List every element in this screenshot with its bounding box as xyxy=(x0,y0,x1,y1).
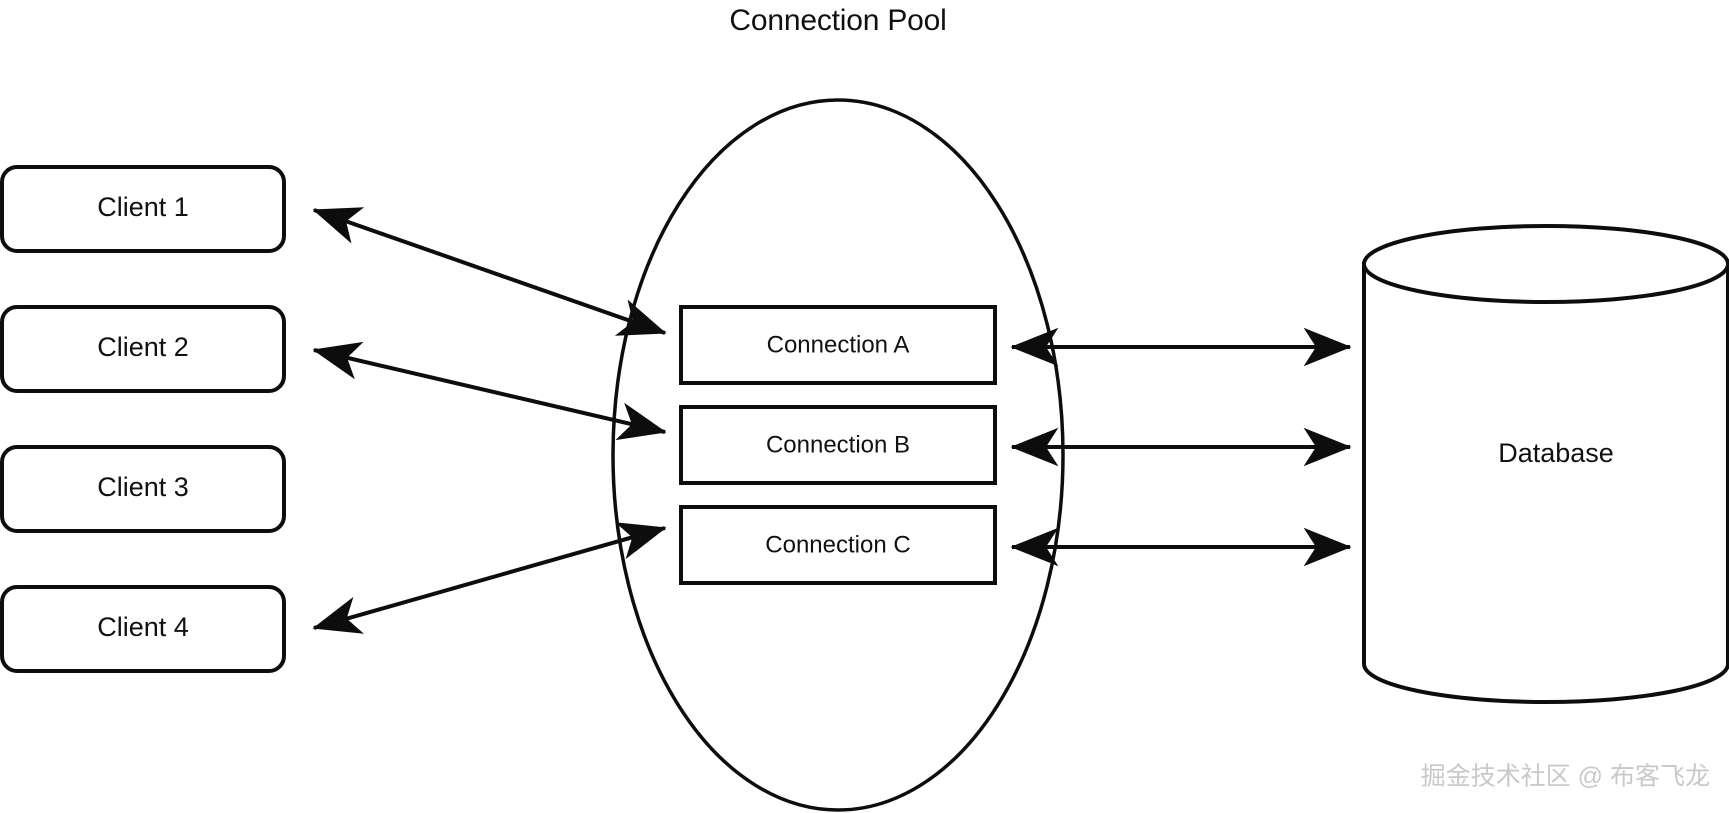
arrow-client4-connection-c xyxy=(312,522,667,634)
client-box-1-shape xyxy=(0,165,286,253)
client-box-3[interactable]: Client 3 xyxy=(0,445,286,533)
watermark: 掘金技术社区 @ 布客飞龙 xyxy=(1421,763,1710,791)
client-box-1-label: Client 1 xyxy=(97,192,189,222)
client-box-3-label: Client 3 xyxy=(97,472,189,502)
client-box-4-label: Client 4 xyxy=(97,612,189,642)
connection-box-a-shape xyxy=(679,305,997,385)
connection-box-b[interactable]: Connection B xyxy=(679,405,997,485)
connection-box-a[interactable]: Connection A xyxy=(679,305,997,385)
arrow-client1-connection-a xyxy=(312,207,667,336)
database-cylinder-body xyxy=(1362,262,1729,704)
client-box-3-shape xyxy=(0,445,286,533)
diagram-title: Connection Pool xyxy=(729,4,946,37)
connection-box-c-shape xyxy=(679,505,997,585)
client-box-1[interactable]: Client 1 xyxy=(0,165,286,253)
database-label: Database xyxy=(1498,438,1614,468)
client-box-4[interactable]: Client 4 xyxy=(0,585,286,673)
database-cylinder-top xyxy=(1362,224,1729,304)
client-box-4-shape xyxy=(0,585,286,673)
arrow-client2-connection-b xyxy=(312,341,667,441)
connection-box-a-label: Connection A xyxy=(767,331,910,358)
connection-box-c-label: Connection C xyxy=(765,531,910,558)
client-box-2[interactable]: Client 2 xyxy=(0,305,286,393)
client-box-2-shape xyxy=(0,305,286,393)
client-box-2-label: Client 2 xyxy=(97,332,189,362)
connection-box-b-shape xyxy=(679,405,997,485)
connection-box-c[interactable]: Connection C xyxy=(679,505,997,585)
connection-box-b-label: Connection B xyxy=(766,431,910,458)
database-cylinder[interactable]: Database xyxy=(1362,224,1729,704)
